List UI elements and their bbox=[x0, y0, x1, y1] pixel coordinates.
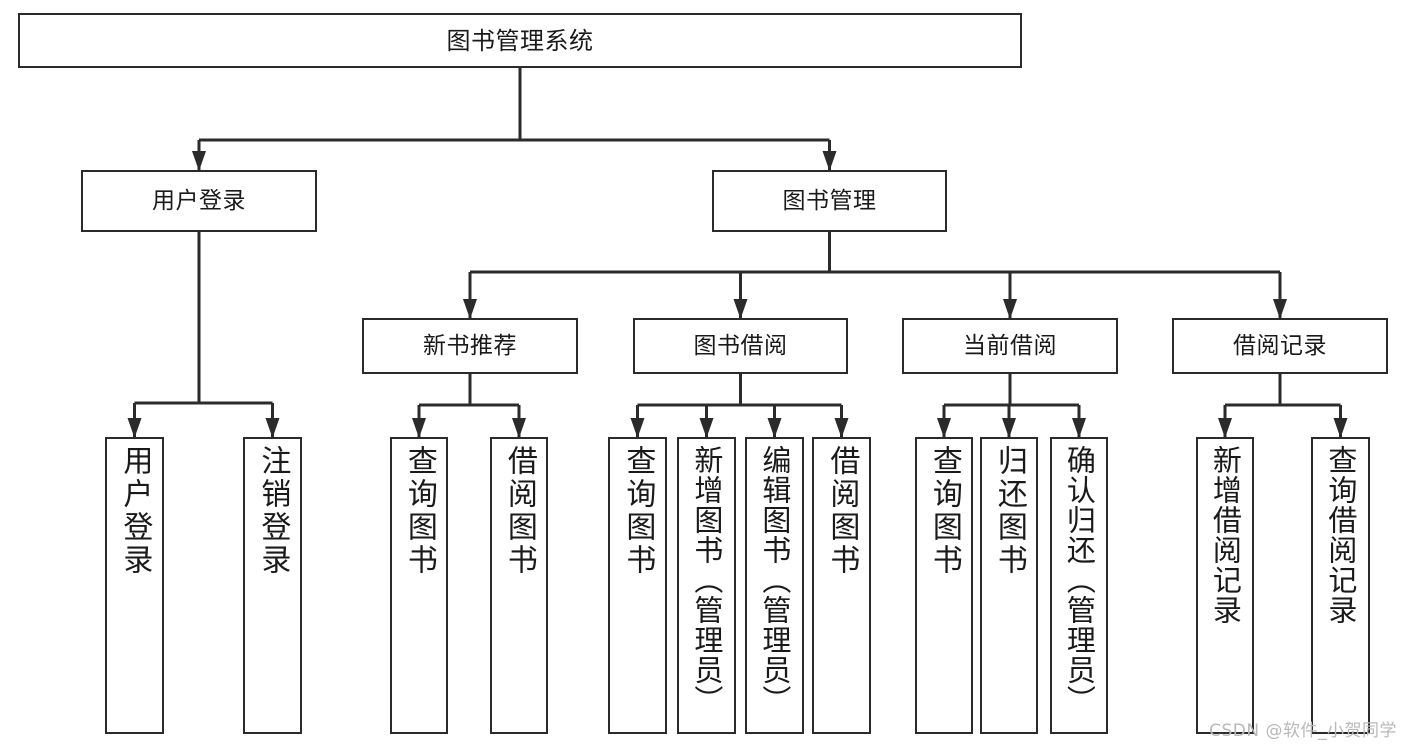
node-label: 图书管理 bbox=[782, 187, 877, 214]
node-label: 用户登录 bbox=[117, 445, 153, 577]
node-label: 新增图书（管理员） bbox=[689, 445, 724, 715]
node-label: 查询图书 bbox=[926, 445, 962, 577]
node-label: 编辑图书（管理员） bbox=[757, 445, 792, 715]
leaf-node[interactable]: 查询图书 bbox=[915, 437, 973, 734]
node-label: 查询借阅记录 bbox=[1323, 445, 1358, 625]
node-label: 查询图书 bbox=[620, 445, 656, 577]
leaf-node[interactable]: 注销登录 bbox=[243, 437, 302, 734]
node-label: 借阅图书 bbox=[501, 445, 537, 577]
leaf-node[interactable]: 查询图书 bbox=[390, 437, 448, 734]
leaf-node[interactable]: 查询图书 bbox=[608, 437, 667, 734]
node-label: 借阅记录 bbox=[1233, 332, 1327, 359]
leaf-node[interactable]: 借阅图书 bbox=[490, 437, 548, 734]
leaf-node[interactable]: 借阅图书 bbox=[812, 437, 871, 734]
branch-node[interactable]: 新书推荐 bbox=[362, 318, 578, 374]
branch-node[interactable]: 图书借阅 bbox=[633, 318, 848, 374]
leaf-node[interactable]: 用户登录 bbox=[105, 437, 164, 734]
node-label: 图书管理系统 bbox=[446, 26, 594, 55]
branch-node[interactable]: 图书管理 bbox=[712, 170, 947, 232]
node-label: 归还图书 bbox=[991, 445, 1027, 577]
root-node[interactable]: 图书管理系统 bbox=[18, 13, 1022, 68]
branch-node[interactable]: 当前借阅 bbox=[902, 318, 1118, 374]
branch-node[interactable]: 用户登录 bbox=[81, 170, 317, 232]
node-label: 当前借阅 bbox=[963, 332, 1057, 359]
leaf-node[interactable]: 查询借阅记录 bbox=[1311, 437, 1370, 734]
node-label: 新书推荐 bbox=[423, 332, 517, 359]
branch-node[interactable]: 借阅记录 bbox=[1172, 318, 1388, 374]
leaf-node[interactable]: 新增借阅记录 bbox=[1196, 437, 1254, 734]
node-label: 新增借阅记录 bbox=[1208, 445, 1243, 625]
node-label: 图书借阅 bbox=[693, 332, 788, 359]
node-label: 用户登录 bbox=[152, 187, 246, 214]
leaf-node[interactable]: 新增图书（管理员） bbox=[677, 437, 736, 734]
node-label: 确认归还（管理员） bbox=[1062, 445, 1097, 715]
leaf-node[interactable]: 归还图书 bbox=[980, 437, 1038, 734]
node-label: 借阅图书 bbox=[824, 445, 860, 577]
leaf-node[interactable]: 编辑图书（管理员） bbox=[745, 437, 804, 734]
node-label: 注销登录 bbox=[255, 445, 291, 577]
leaf-node[interactable]: 确认归还（管理员） bbox=[1050, 437, 1108, 734]
watermark: CSDN @软件_小贺同学 bbox=[1209, 721, 1397, 741]
node-label: 查询图书 bbox=[401, 445, 437, 577]
